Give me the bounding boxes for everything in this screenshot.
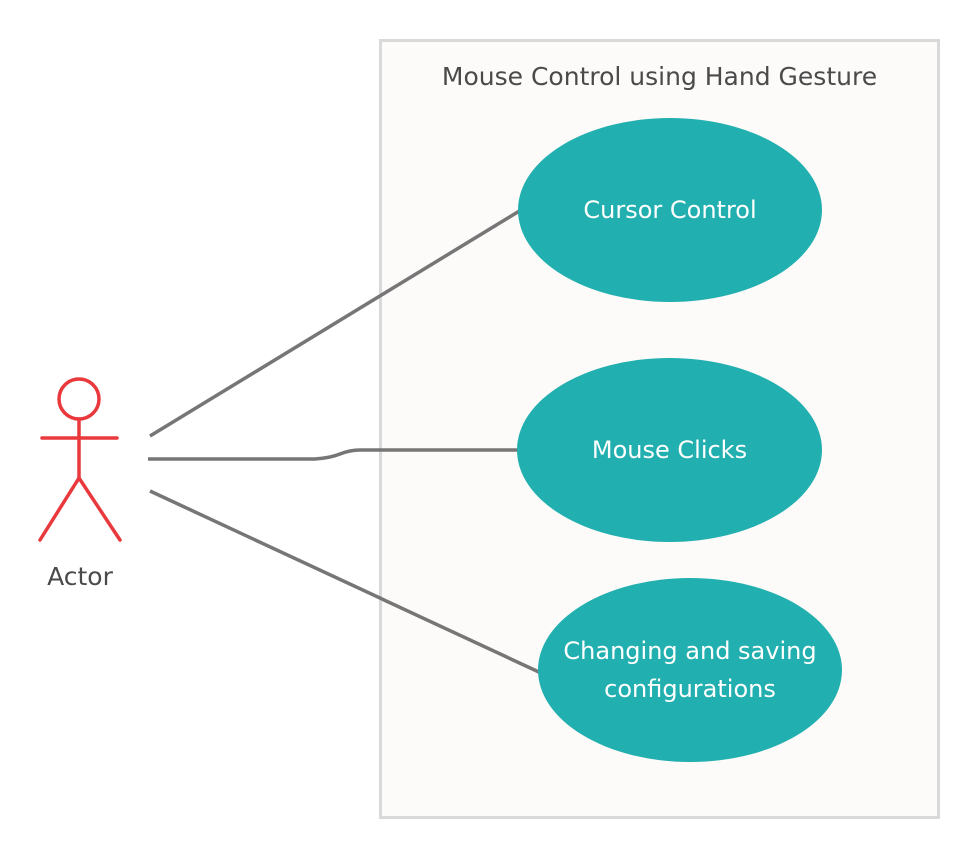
actor-label: Actor — [47, 562, 113, 591]
use-case-label: Mouse Clicks — [591, 436, 748, 464]
use-case-label: Changing and saving configurations — [563, 637, 817, 703]
actor-left-leg — [38, 476, 81, 542]
use-case-mouse-clicks[interactable]: Mouse Clicks — [517, 358, 822, 542]
system-title: Mouse Control using Hand Gesture — [441, 62, 878, 91]
use-case-label: Cursor Control — [583, 196, 757, 224]
actor-head — [57, 377, 101, 421]
use-case-configurations[interactable]: Changing and saving configurations — [538, 578, 842, 762]
association-line-mouse-clicks — [148, 448, 520, 461]
actor-right-leg — [77, 476, 122, 542]
association-line-configurations — [149, 489, 542, 675]
actor-figure[interactable] — [38, 377, 122, 542]
use-case-cursor-control[interactable]: Cursor Control — [518, 118, 822, 302]
association-line-cursor-control — [149, 208, 522, 438]
